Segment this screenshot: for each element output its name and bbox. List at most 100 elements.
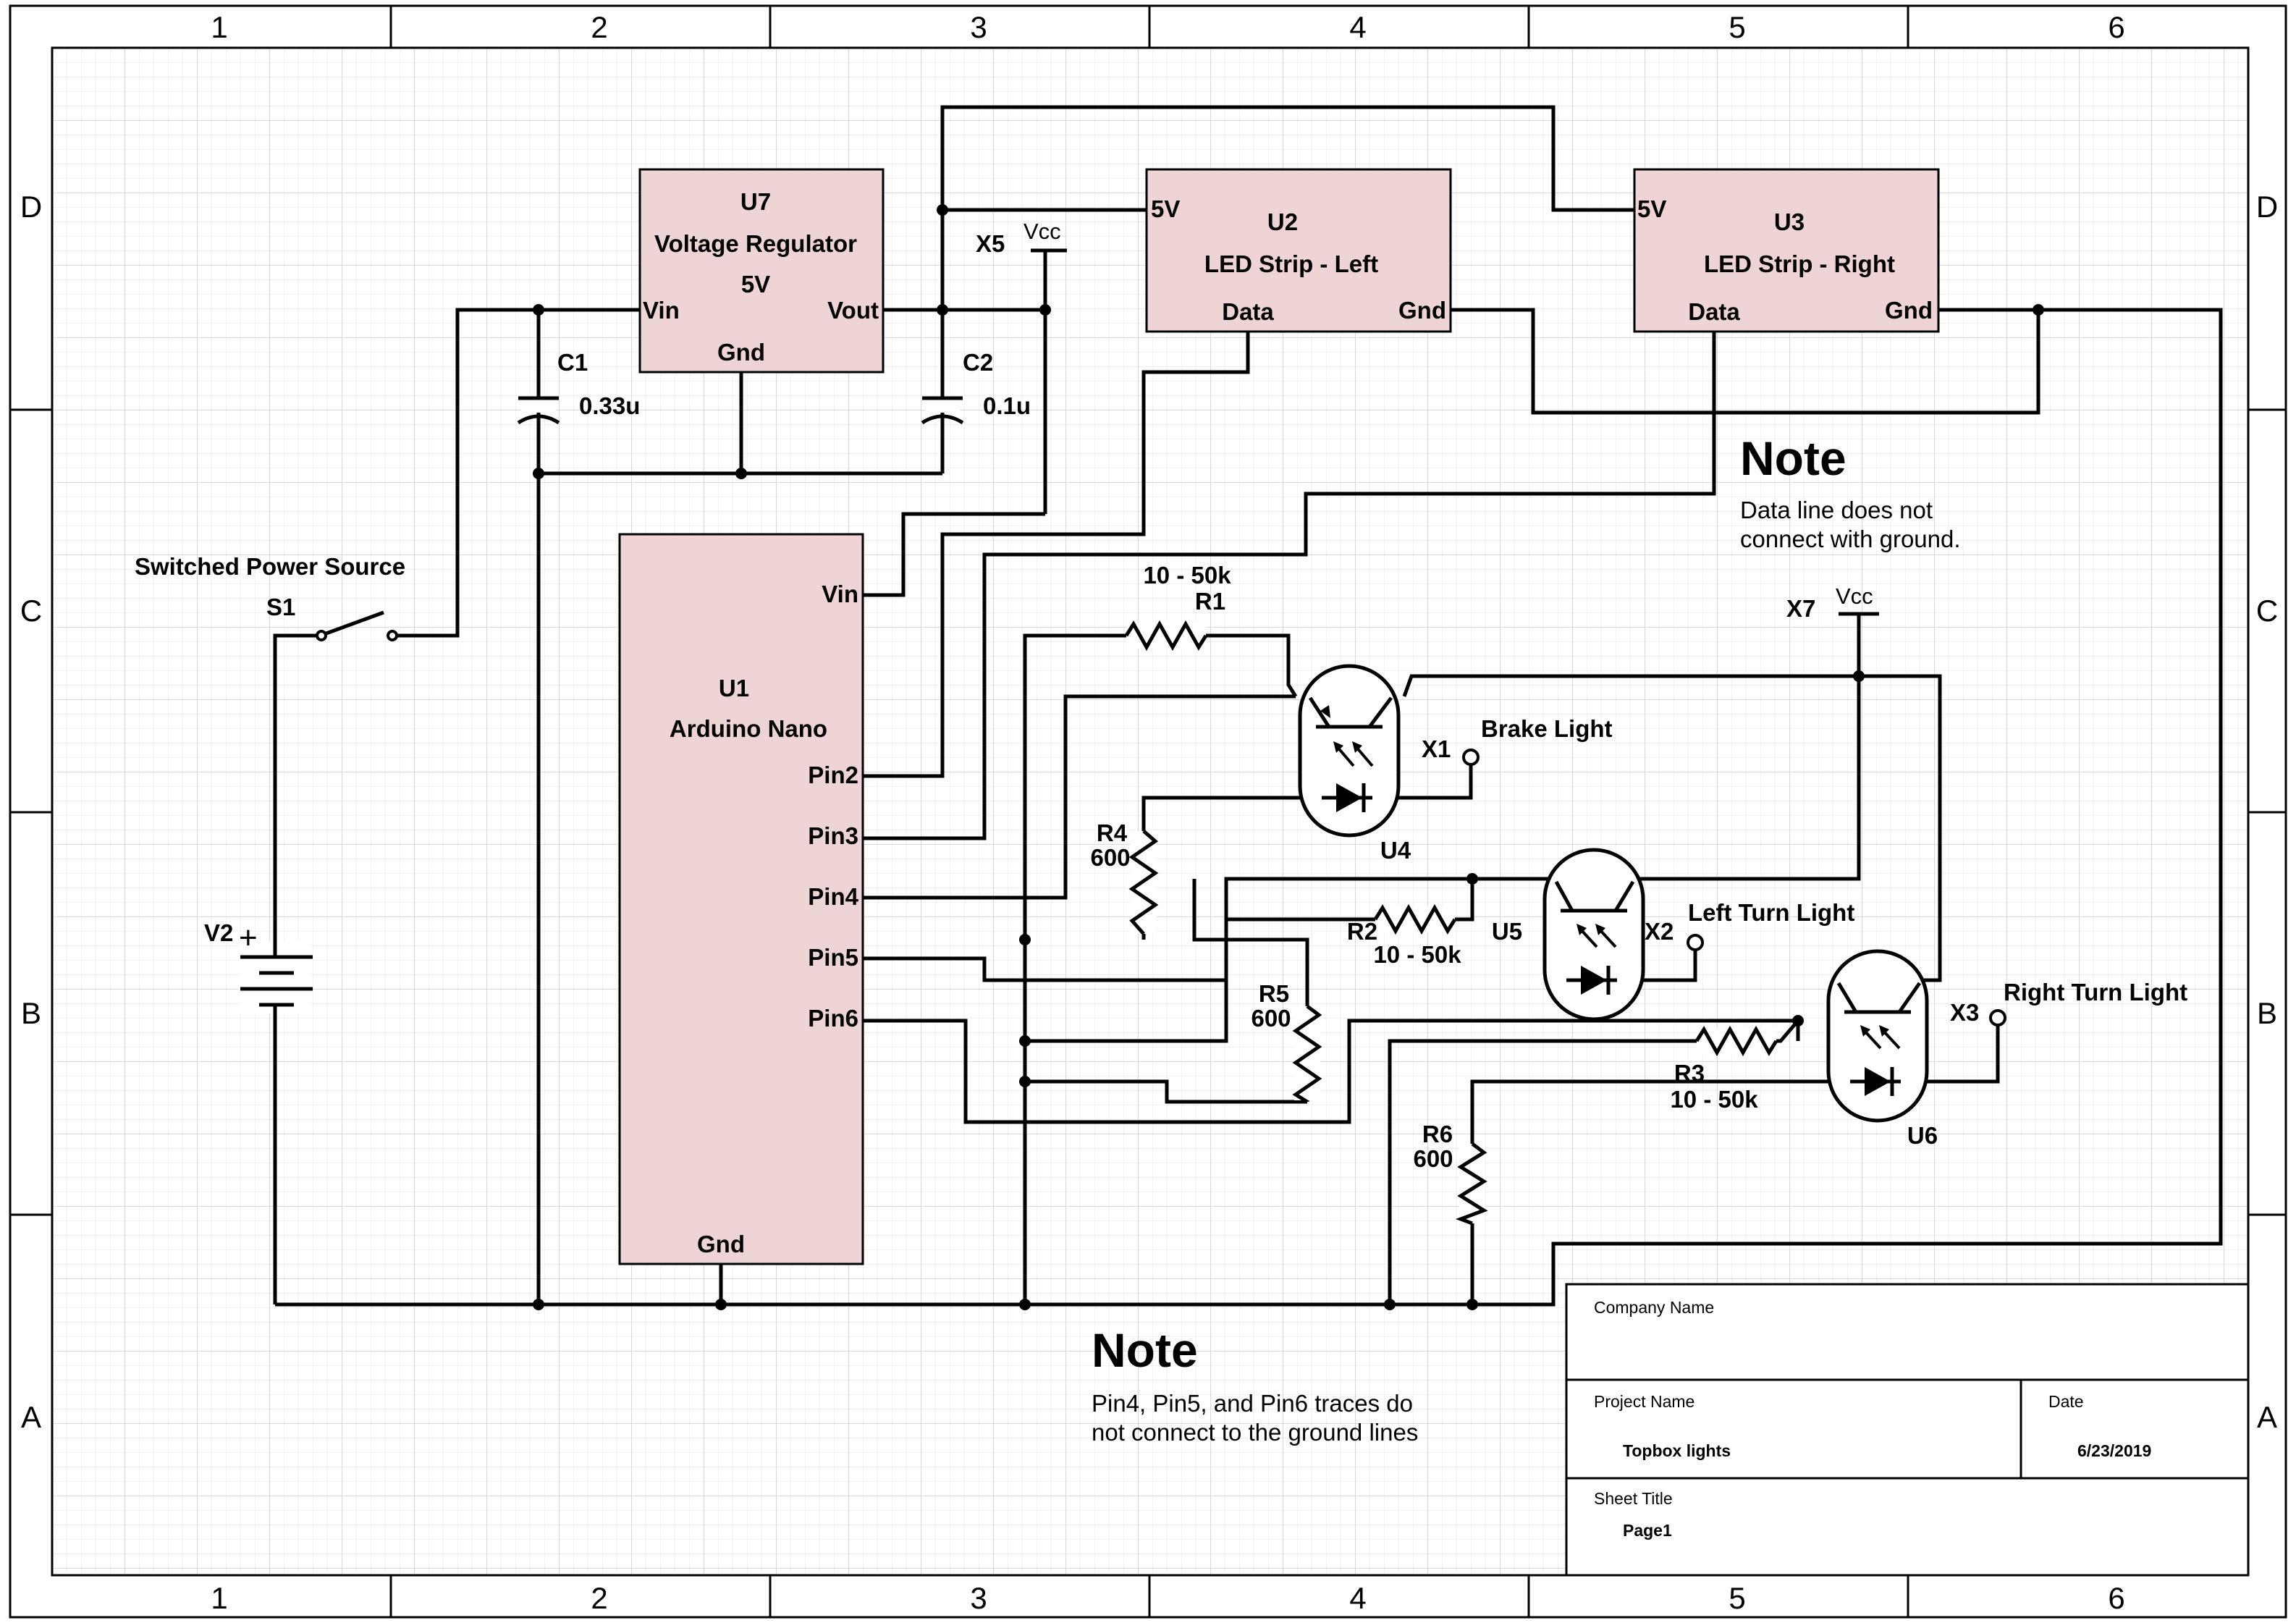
switch-s1[interactable]: Switched Power Source S1 bbox=[135, 553, 405, 641]
r2-value: 10 - 50k bbox=[1373, 941, 1461, 968]
x7-ref: X7 bbox=[1786, 595, 1815, 622]
u3-pin-data: Data bbox=[1688, 298, 1740, 325]
tb-sheet-value: Page1 bbox=[1623, 1521, 1672, 1540]
zone-row-right: A bbox=[2257, 1400, 2277, 1434]
resistor-r2[interactable]: R2 10 - 50k bbox=[1347, 903, 1461, 968]
c1-ref: C1 bbox=[557, 349, 588, 376]
resistor-r4[interactable]: R4 600 bbox=[1090, 819, 1159, 935]
r5-value: 600 bbox=[1251, 1005, 1291, 1032]
zone-row-left: D bbox=[20, 190, 42, 224]
s1-title: Switched Power Source bbox=[135, 553, 405, 580]
tb-company-label: Company Name bbox=[1594, 1298, 1714, 1317]
zone-row-left: C bbox=[20, 594, 42, 628]
zone-col-top: 4 bbox=[1349, 10, 1366, 44]
optocoupler-u4[interactable]: U4 bbox=[1298, 664, 1411, 864]
capacitor-c1[interactable]: C1 0.33u bbox=[517, 349, 640, 425]
zone-col-bottom: 1 bbox=[211, 1581, 227, 1615]
tb-project-value: Topbox lights bbox=[1623, 1441, 1731, 1460]
x5-ref: X5 bbox=[976, 230, 1005, 257]
x7-net: Vcc bbox=[1836, 583, 1873, 609]
u3-name: LED Strip - Right bbox=[1704, 250, 1895, 277]
optocoupler-u6[interactable]: U6 bbox=[1826, 949, 1938, 1149]
v2-ref: V2 bbox=[204, 919, 233, 946]
s1-ref: S1 bbox=[266, 594, 295, 620]
u2-ref: U2 bbox=[1267, 208, 1298, 235]
zone-col-top: 3 bbox=[970, 10, 987, 44]
u6-ref: U6 bbox=[1907, 1122, 1938, 1149]
u7-pin-gnd: Gnd bbox=[717, 339, 765, 366]
r4-ref: R4 bbox=[1097, 819, 1128, 846]
u7-pin-vin: Vin bbox=[643, 297, 680, 324]
resistor-r1[interactable]: 10 - 50k R1 bbox=[1124, 562, 1231, 652]
resistor-r3[interactable]: R3 10 - 50k bbox=[1670, 1025, 1778, 1113]
title-block: Company Name Project Name Topbox lights … bbox=[1565, 1283, 2250, 1577]
zone-col-top: 1 bbox=[211, 10, 227, 44]
x3-ref: X3 bbox=[1950, 999, 1979, 1026]
tb-date-value: 6/23/2019 bbox=[2077, 1441, 2151, 1460]
zone-col-top: 6 bbox=[2108, 10, 2124, 44]
optocoupler-u5[interactable]: U5 bbox=[1492, 848, 1645, 1021]
u2-pin-data: Data bbox=[1222, 298, 1274, 325]
x3-label: Right Turn Light bbox=[2004, 979, 2187, 1006]
r1-ref: R1 bbox=[1195, 588, 1225, 615]
c1-value: 0.33u bbox=[579, 392, 640, 419]
u1-pin-vin: Vin bbox=[822, 581, 858, 607]
zone-col-bottom: 4 bbox=[1349, 1581, 1366, 1615]
component-u7[interactable]: U7 Voltage Regulator 5V Vin Vout Gnd bbox=[638, 168, 885, 374]
note2-line-2: not connect to the ground lines bbox=[1092, 1419, 1418, 1446]
component-u3[interactable]: 5V U3 LED Strip - Right Data Gnd bbox=[1633, 168, 1940, 333]
component-u2[interactable]: 5V U2 LED Strip - Left Data Gnd bbox=[1145, 168, 1452, 333]
r6-value: 600 bbox=[1413, 1145, 1453, 1172]
output-x1[interactable]: X1 Brake Light bbox=[1422, 715, 1613, 766]
u5-ref: U5 bbox=[1492, 918, 1522, 945]
junctions bbox=[533, 204, 2044, 1310]
u2-pin-5v: 5V bbox=[1151, 195, 1180, 222]
note1-line-2: connect with ground. bbox=[1740, 526, 1961, 552]
r2-ref: R2 bbox=[1347, 918, 1377, 945]
note2-line-1: Pin4, Pin5, and Pin6 traces do bbox=[1092, 1390, 1413, 1417]
u3-ref: U3 bbox=[1774, 208, 1805, 235]
zone-row-right: C bbox=[2256, 594, 2278, 628]
zone-row-right: B bbox=[2257, 996, 2277, 1030]
resistor-r6[interactable]: R6 600 bbox=[1413, 1121, 1488, 1226]
c2-ref: C2 bbox=[963, 349, 993, 376]
capacitor-c2[interactable]: C2 0.1u bbox=[921, 349, 1031, 425]
r5-ref: R5 bbox=[1259, 980, 1289, 1007]
zone-row-left: A bbox=[21, 1400, 41, 1434]
note1-line-1: Data line does not bbox=[1740, 497, 1933, 523]
u1-pin-3: Pin3 bbox=[808, 822, 858, 849]
resistor-r5[interactable]: R5 600 bbox=[1251, 980, 1322, 1104]
note1-heading: Note bbox=[1740, 431, 1846, 485]
vcc-x5: X5 Vcc bbox=[976, 219, 1061, 257]
u1-pin-4: Pin4 bbox=[808, 883, 858, 910]
note-data-line: Note Data line does not connect with gro… bbox=[1740, 431, 1961, 552]
r1-value: 10 - 50k bbox=[1143, 562, 1231, 589]
tb-project-label: Project Name bbox=[1594, 1392, 1694, 1411]
u1-pin-gnd: Gnd bbox=[697, 1231, 745, 1257]
r3-ref: R3 bbox=[1674, 1060, 1705, 1087]
battery-v2[interactable]: V2 + bbox=[204, 919, 313, 1021]
zone-col-bottom: 2 bbox=[591, 1581, 607, 1615]
v2-polarity: + bbox=[239, 920, 258, 956]
u1-ref: U1 bbox=[719, 675, 749, 701]
note2-heading: Note bbox=[1092, 1323, 1198, 1377]
u1-name: Arduino Nano bbox=[670, 715, 827, 742]
zone-col-bottom: 6 bbox=[2108, 1581, 2124, 1615]
u1-pin-6: Pin6 bbox=[808, 1005, 858, 1032]
zone-col-bottom: 3 bbox=[970, 1581, 987, 1615]
output-x3[interactable]: X3 Right Turn Light bbox=[1950, 979, 2187, 1027]
u2-name: LED Strip - Left bbox=[1204, 250, 1378, 277]
r3-value: 10 - 50k bbox=[1670, 1086, 1758, 1113]
u3-pin-gnd: Gnd bbox=[1885, 297, 1933, 324]
tb-date-label: Date bbox=[2048, 1392, 2084, 1411]
r4-value: 600 bbox=[1090, 844, 1130, 871]
x1-label: Brake Light bbox=[1481, 715, 1613, 742]
tb-sheet-label: Sheet Title bbox=[1594, 1489, 1673, 1508]
component-u1[interactable]: U1 Arduino Nano Vin Pin2 Pin3 Pin4 Pin5 … bbox=[618, 533, 864, 1265]
output-x2[interactable]: X2 Left Turn Light bbox=[1645, 899, 1854, 951]
x2-ref: X2 bbox=[1645, 918, 1674, 945]
zone-labels: 1 2 3 4 5 6 1 2 3 4 5 6 D C B A D C B A bbox=[20, 10, 2278, 1615]
x1-ref: X1 bbox=[1422, 735, 1451, 762]
u2-pin-gnd: Gnd bbox=[1398, 297, 1446, 324]
